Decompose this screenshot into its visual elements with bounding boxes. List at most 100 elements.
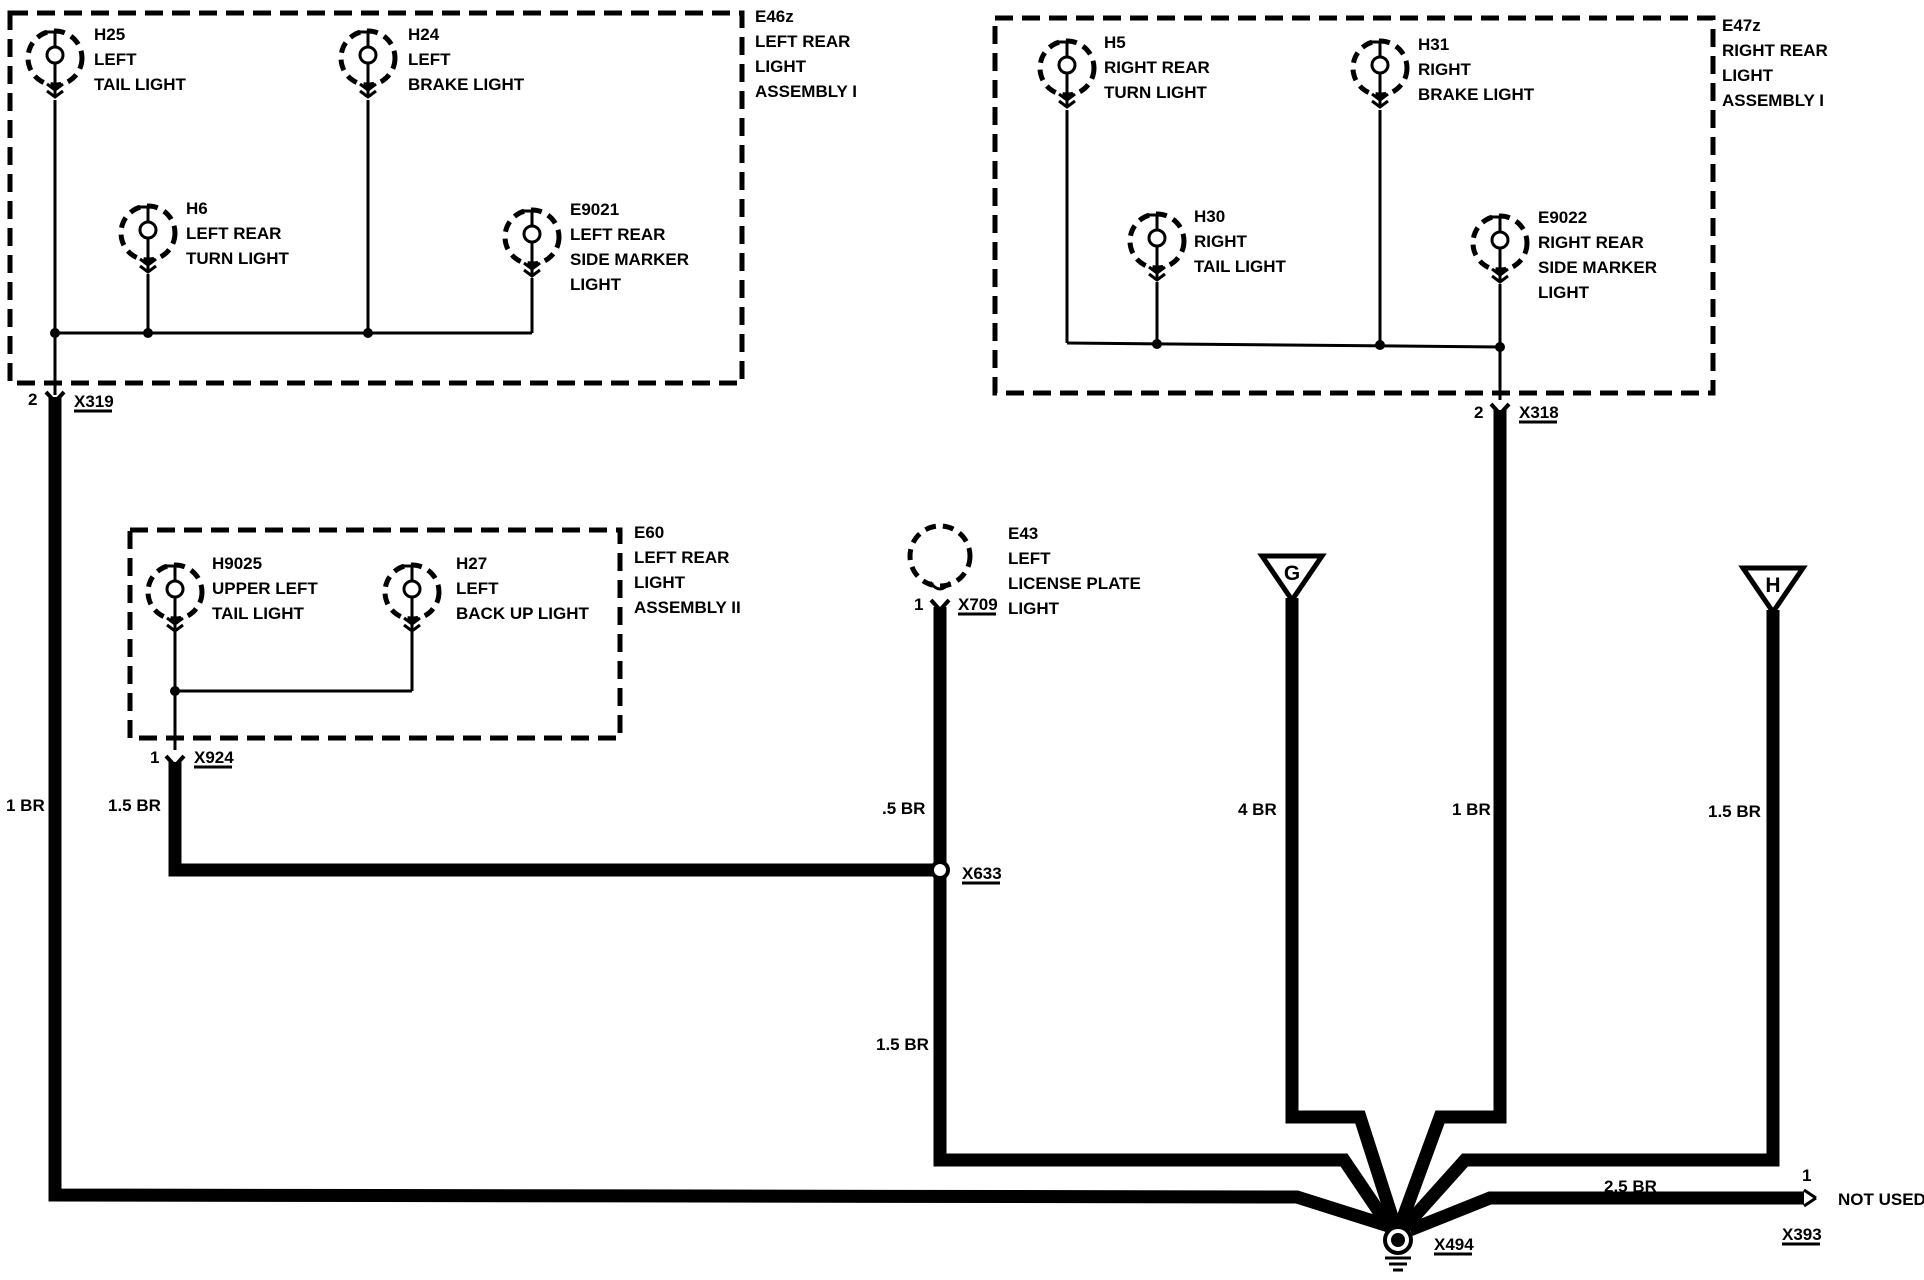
svg-text:1: 1 — [1802, 1166, 1811, 1185]
svg-text:SIDE MARKER: SIDE MARKER — [570, 250, 689, 269]
connector-label-x494: X494 — [1434, 1235, 1474, 1256]
svg-text:LICENSE PLATE: LICENSE PLATE — [1008, 574, 1141, 593]
bulb-h24-icon — [338, 28, 398, 99]
connector-label-x393: 1 NOT USED X393 — [1782, 1166, 1924, 1246]
svg-text:LIGHT: LIGHT — [1722, 66, 1774, 85]
svg-text:LEFT: LEFT — [456, 579, 499, 598]
svg-text:LEFT REAR: LEFT REAR — [570, 225, 665, 244]
connector-label-x633: X633 — [962, 864, 1002, 885]
svg-text:TURN LIGHT: TURN LIGHT — [1104, 83, 1208, 102]
svg-text:E47z: E47z — [1722, 16, 1761, 35]
svg-text:RIGHT: RIGHT — [1194, 232, 1248, 251]
wire-labels: 1 BR 1.5 BR .5 BR 1.5 BR 4 BR 1 BR 1.5 B… — [6, 796, 1761, 1196]
svg-text:TAIL LIGHT: TAIL LIGHT — [1194, 257, 1287, 276]
svg-text:E46z: E46z — [755, 7, 794, 26]
connector-label-x709: 1 X709 — [914, 595, 998, 616]
svg-text:H27: H27 — [456, 554, 487, 573]
svg-text:RIGHT REAR: RIGHT REAR — [1538, 233, 1644, 252]
assembly-label-e46z: E46z LEFT REAR LIGHT ASSEMBLY I — [755, 7, 857, 101]
ground-wires — [48, 397, 1817, 1237]
svg-text:NOT USED: NOT USED — [1838, 1190, 1924, 1209]
internal-wiring-e60 — [170, 632, 414, 750]
svg-text:LEFT: LEFT — [1008, 549, 1051, 568]
bulb-label-e9022: E9022 RIGHT REAR SIDE MARKER LIGHT — [1538, 208, 1657, 302]
svg-text:H5: H5 — [1104, 33, 1126, 52]
svg-text:LEFT: LEFT — [408, 50, 451, 69]
bulb-label-h30: H30 RIGHT TAIL LIGHT — [1194, 207, 1287, 276]
svg-text:LIGHT: LIGHT — [1008, 599, 1060, 618]
connector-chevrons — [44, 390, 1511, 769]
svg-text:ASSEMBLY I: ASSEMBLY I — [1722, 91, 1824, 110]
svg-text:UPPER LEFT: UPPER LEFT — [212, 579, 318, 598]
svg-text:H: H — [1765, 574, 1780, 597]
svg-text:1.5 BR: 1.5 BR — [108, 796, 161, 815]
svg-text:ASSEMBLY I: ASSEMBLY I — [755, 82, 857, 101]
svg-text:E60: E60 — [634, 523, 664, 542]
bulb-h6-icon — [118, 203, 178, 274]
svg-text:RIGHT: RIGHT — [1418, 60, 1472, 79]
assembly-label-e47z: E47z RIGHT REAR LIGHT ASSEMBLY I — [1722, 16, 1828, 110]
svg-text:LEFT REAR: LEFT REAR — [755, 32, 850, 51]
svg-text:TAIL LIGHT: TAIL LIGHT — [212, 604, 305, 623]
bulb-h27-icon — [382, 562, 442, 633]
svg-text:BACK UP LIGHT: BACK UP LIGHT — [456, 604, 589, 623]
svg-text:LIGHT: LIGHT — [570, 275, 622, 294]
svg-text:E9021: E9021 — [570, 200, 619, 219]
svg-text:X633: X633 — [962, 864, 1002, 883]
svg-text:RIGHT REAR: RIGHT REAR — [1722, 41, 1828, 60]
bulb-h30-icon — [1127, 211, 1187, 282]
bulb-label-e43: E43 LEFT LICENSE PLATE LIGHT — [1008, 524, 1141, 618]
svg-text:G: G — [1284, 562, 1300, 585]
bulb-label-h5: H5 RIGHT REAR TURN LIGHT — [1104, 33, 1210, 102]
svg-text:H24: H24 — [408, 25, 440, 44]
bulb-h9025-icon — [145, 562, 205, 633]
bulb-label-e9021: E9021 LEFT REAR SIDE MARKER LIGHT — [570, 200, 689, 294]
ground-symbol-icon — [1383, 1225, 1413, 1272]
svg-text:LEFT REAR: LEFT REAR — [186, 224, 281, 243]
assembly-box-e46z — [7, 10, 745, 386]
svg-text:1 BR: 1 BR — [6, 796, 45, 815]
bulb-h31-icon — [1350, 38, 1410, 109]
svg-text:2: 2 — [1474, 403, 1483, 422]
svg-text:E43: E43 — [1008, 524, 1038, 543]
offpage-connector-h: H — [1738, 565, 1808, 617]
assembly-label-e60: E60 LEFT REAR LIGHT ASSEMBLY II — [634, 523, 741, 617]
svg-text:LEFT: LEFT — [94, 50, 137, 69]
svg-text:RIGHT REAR: RIGHT REAR — [1104, 58, 1210, 77]
svg-text:X494: X494 — [1434, 1235, 1474, 1254]
svg-text:X924: X924 — [194, 748, 234, 767]
bulb-label-h25: H25 LEFT TAIL LIGHT — [94, 25, 187, 94]
splice-x633-icon — [930, 860, 950, 880]
connector-label-x924: 1 X924 — [150, 748, 234, 769]
svg-text:LEFT REAR: LEFT REAR — [634, 548, 729, 567]
svg-text:.5 BR: .5 BR — [882, 799, 925, 818]
bulb-label-h24: H24 LEFT BRAKE LIGHT — [408, 25, 525, 94]
svg-text:X318: X318 — [1519, 403, 1559, 422]
bulb-e9021-icon — [502, 207, 562, 278]
bulb-label-h27: H27 LEFT BACK UP LIGHT — [456, 554, 589, 623]
svg-text:1 BR: 1 BR — [1452, 800, 1491, 819]
bulb-e43-icon — [907, 523, 973, 591]
svg-text:1: 1 — [150, 748, 159, 767]
svg-text:TAIL LIGHT: TAIL LIGHT — [94, 75, 187, 94]
svg-text:LIGHT: LIGHT — [755, 57, 807, 76]
assembly-box-e60 — [127, 527, 623, 741]
svg-text:BRAKE LIGHT: BRAKE LIGHT — [408, 75, 525, 94]
svg-text:ASSEMBLY II: ASSEMBLY II — [634, 598, 741, 617]
svg-text:LIGHT: LIGHT — [1538, 283, 1590, 302]
svg-text:H25: H25 — [94, 25, 125, 44]
offpage-connector-g: G — [1257, 553, 1327, 605]
svg-text:E9022: E9022 — [1538, 208, 1587, 227]
bulb-h25-icon — [25, 28, 85, 99]
assembly-box-e47z — [992, 15, 1716, 396]
svg-text:1: 1 — [914, 595, 923, 614]
svg-text:H9025: H9025 — [212, 554, 262, 573]
svg-text:SIDE MARKER: SIDE MARKER — [1538, 258, 1657, 277]
svg-text:H6: H6 — [186, 199, 208, 218]
connector-label-x319: 2 X319 — [28, 390, 114, 413]
svg-text:2.5 BR: 2.5 BR — [1604, 1177, 1657, 1196]
bulb-label-h31: H31 RIGHT BRAKE LIGHT — [1418, 35, 1535, 104]
bulb-e9022-icon — [1470, 213, 1530, 284]
bulb-label-h9025: H9025 UPPER LEFT TAIL LIGHT — [212, 554, 318, 623]
